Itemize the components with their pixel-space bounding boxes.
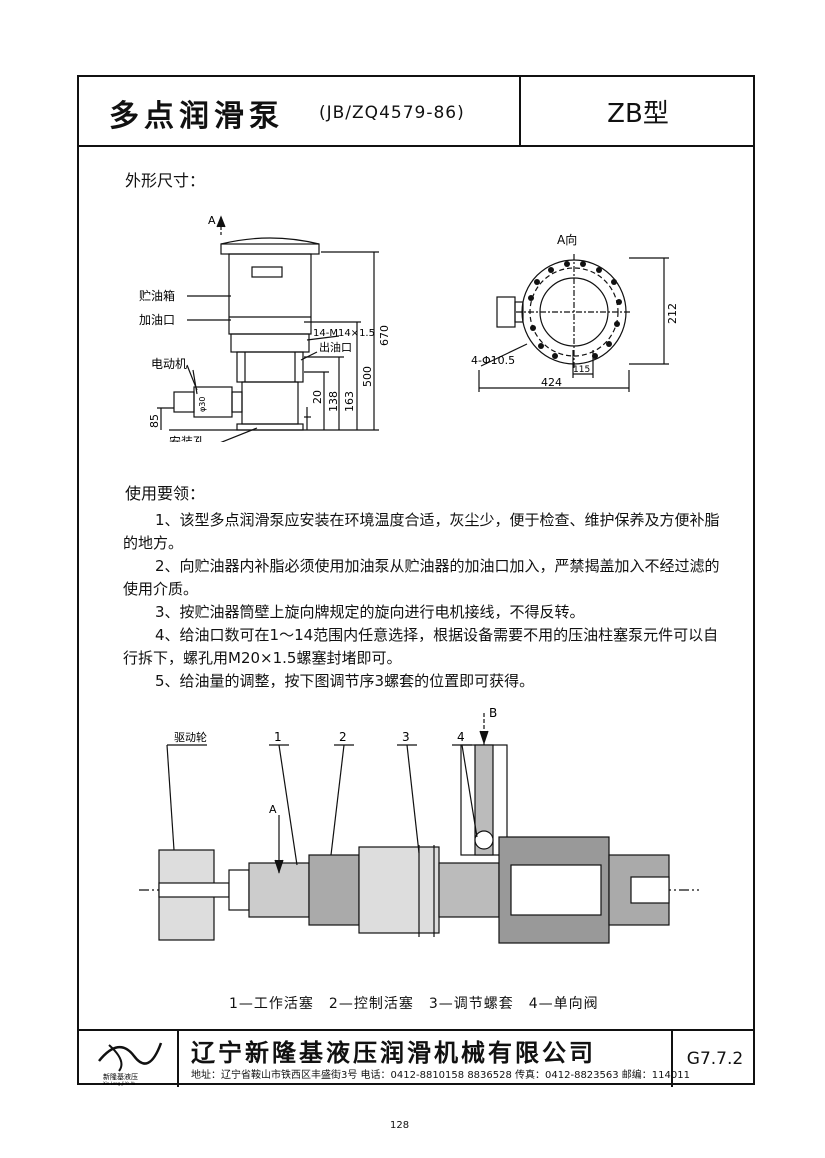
dim-20: 20	[311, 390, 324, 404]
label-thread-spec: 14-M14×1.5	[313, 328, 375, 339]
dim-4-phi10.5: 4-Φ10.5	[471, 354, 515, 367]
view-mark-a-section: A	[269, 803, 277, 816]
usage-line: 行拆下，螺孔用M20×1.5螺塞封堵即可。	[123, 649, 402, 667]
dim-115: 115	[573, 365, 590, 375]
top-view-drawing: A向 212 4-Φ10.5 115 424	[471, 232, 679, 392]
usage-line: 4、给油口数可在1～14范围内任意选择，根据设备需要不用的压油柱塞泵元件可以自	[155, 626, 719, 644]
usage-paragraph-1: 1、该型多点润滑泵应安装在环境温度合适，灰尘少，便于检查、维护保养及方便补脂 的…	[123, 509, 733, 555]
view-mark-b: B	[489, 706, 497, 720]
view-mark-a: A	[208, 214, 216, 227]
dim-424: 424	[541, 376, 562, 389]
callout-1: 1	[274, 730, 282, 744]
dim-85: 85	[148, 414, 161, 428]
usage-line: 的地方。	[123, 534, 184, 552]
label-fill-port: 加油口	[139, 313, 175, 327]
drawing-sheet: 多点润滑泵 (JB/ZQ4579-86) ZB型 外形尺寸：	[77, 75, 755, 1087]
usage-line: 使用介质。	[123, 580, 199, 598]
page-title: 多点润滑泵	[109, 99, 284, 134]
logo-text: 新隆基液压	[103, 1072, 138, 1081]
dim-212: 212	[666, 303, 679, 324]
logo-subtext: Xin Long Ji Ye Ya	[103, 1081, 136, 1086]
dim-163: 163	[343, 391, 356, 412]
page-number: 128	[390, 1120, 410, 1131]
side-view-drawing: A 贮油箱 加油口 电动机 14-M14×1.5 出油口 安装孔 670 500…	[139, 214, 391, 442]
usage-paragraph-3: 3、按贮油器筒壁上旋向牌规定的旋向进行电机接线，不得反转。	[123, 601, 733, 624]
dim-670: 670	[378, 325, 391, 346]
dim-500: 500	[361, 366, 374, 387]
label-motor: 电动机	[151, 357, 187, 371]
dimensions-heading: 外形尺寸：	[125, 171, 206, 190]
label-oil-tank: 贮油箱	[139, 288, 175, 303]
usage-line: 3、按贮油器筒壁上旋向牌规定的旋向进行电机接线，不得反转。	[155, 603, 585, 621]
footer-block: 新隆基液压 Xin Long Ji Ye Ya 辽宁新隆基液压润滑机械有限公司 …	[79, 1029, 753, 1087]
company-logo: 新隆基液压 Xin Long Ji Ye Ya	[79, 1031, 179, 1087]
logo-icon: 新隆基液压 Xin Long Ji Ye Ya	[98, 1042, 163, 1086]
dim-138: 138	[327, 391, 340, 412]
usage-line: 1、该型多点润滑泵应安装在环境温度合适，灰尘少，便于检查、维护保养及方便补脂	[155, 511, 720, 529]
usage-line: 2、向贮油器内补脂必须使用加油泵从贮油器的加油口加入，严禁揭盖加入不经过滤的	[155, 557, 720, 575]
dim-phi30: φ30	[198, 397, 207, 412]
top-view-title: A向	[557, 232, 577, 247]
label-mount-hole: 安装孔	[169, 434, 205, 442]
header-divider	[519, 77, 521, 145]
usage-paragraph-4: 4、给油口数可在1～14范围内任意选择，根据设备需要不用的压油柱塞泵元件可以自 …	[123, 624, 733, 670]
model-label: ZB型	[607, 98, 669, 129]
company-name: 辽宁新隆基液压润滑机械有限公司	[191, 1039, 596, 1067]
callout-3: 3	[402, 730, 410, 744]
usage-paragraph-5: 5、给油量的调整，按下图调节序3螺套的位置即可获得。	[123, 670, 733, 693]
callout-4: 4	[457, 730, 465, 744]
title-block: 多点润滑泵 (JB/ZQ4579-86) ZB型	[79, 77, 753, 147]
usage-line: 5、给油量的调整，按下图调节序3螺套的位置即可获得。	[155, 672, 535, 690]
company-address: 地址：辽宁省鞍山市铁西区丰盛街3号 电话：0412-8810158 883652…	[191, 1070, 690, 1081]
standard-number: (JB/ZQ4579-86)	[319, 103, 465, 123]
label-outlet: 出油口	[319, 340, 352, 354]
pump-section-drawing: B 驱动轮 1 2 3 4 A	[139, 706, 699, 944]
parts-legend: 1—工作活塞 2—控制活塞 3—调节螺套 4—单向阀	[229, 996, 599, 1012]
usage-paragraph-2: 2、向贮油器内补脂必须使用加油泵从贮油器的加油口加入，严禁揭盖加入不经过滤的 使…	[123, 555, 733, 601]
usage-heading: 使用要领：	[125, 484, 206, 503]
catalog-code: G7.7.2	[671, 1031, 757, 1087]
label-drive-wheel: 驱动轮	[174, 730, 207, 744]
callout-2: 2	[339, 730, 347, 744]
